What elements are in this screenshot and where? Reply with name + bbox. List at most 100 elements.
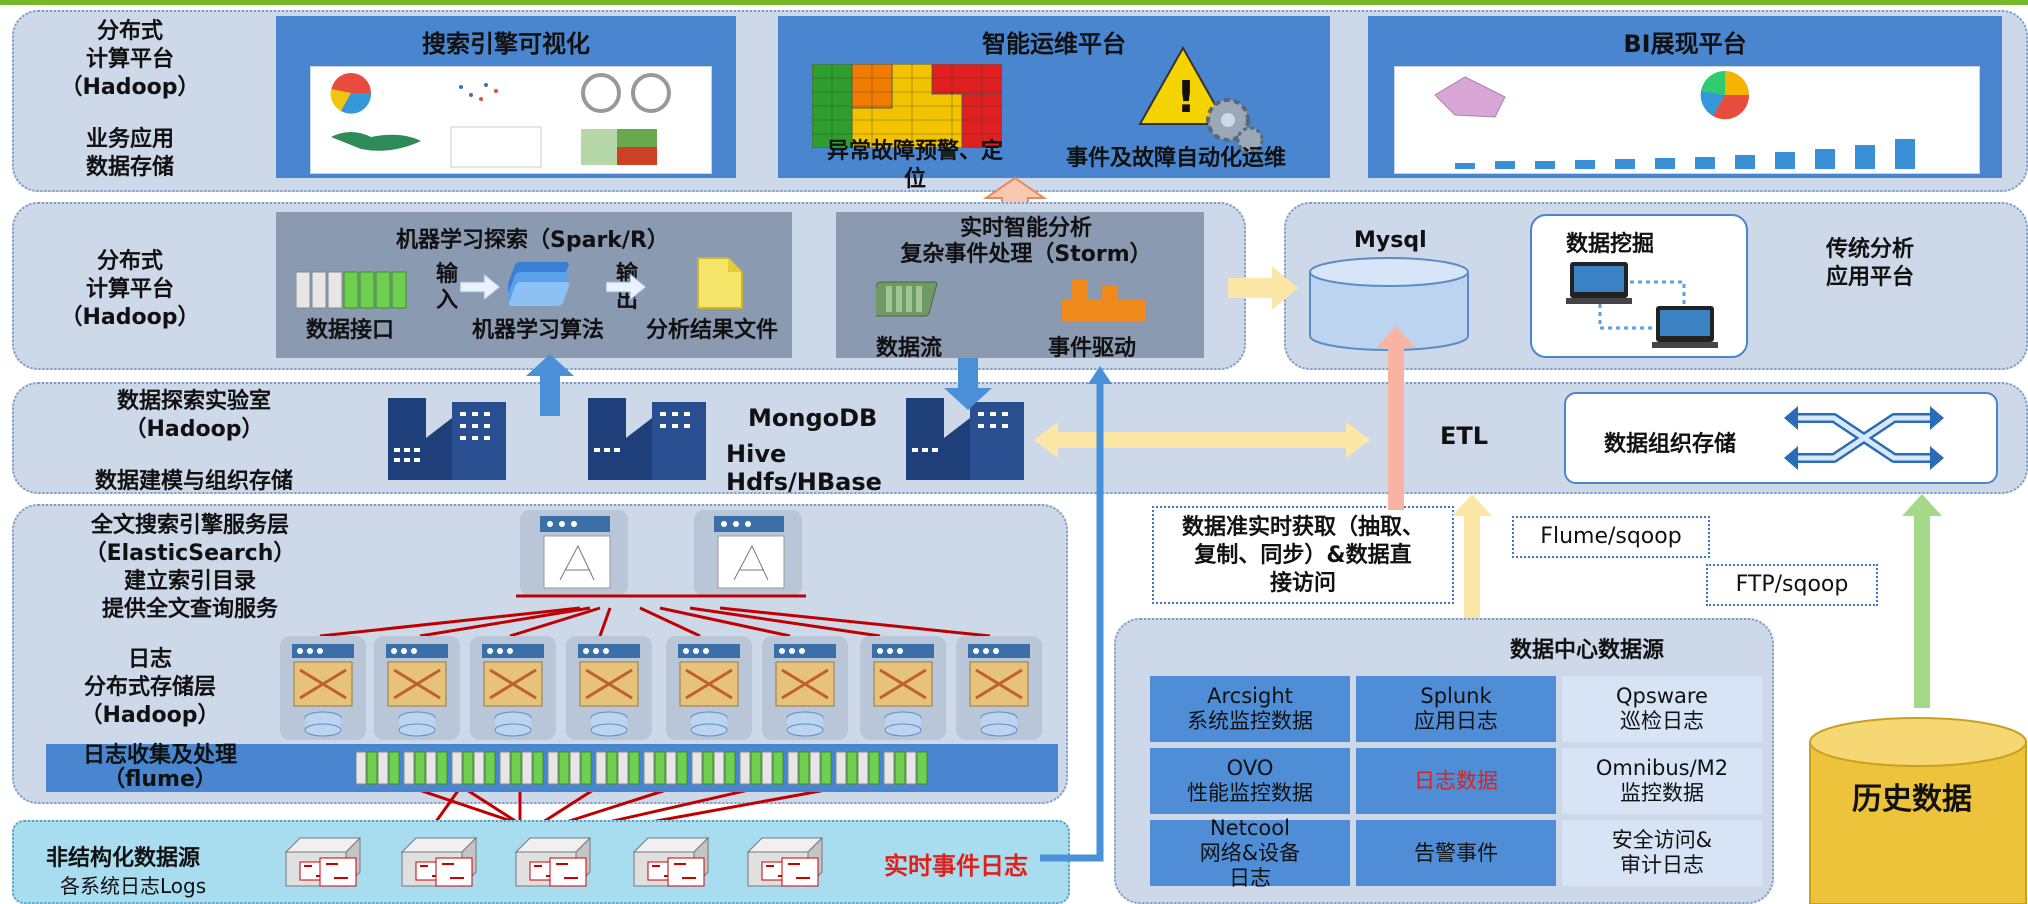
ops-platform-panel: 智能运维平台 ! 异常故障预警、定 位 事件及故障自动化运维 <box>778 16 1330 192</box>
layer2-label-platform: 分布式 计算平台 （Hadoop） <box>60 249 200 330</box>
dashboard-thumbnail <box>310 66 712 174</box>
source-netcool: Netcool 网络&设备 日志 <box>1150 816 1350 890</box>
source-alarm-events-label: 告警事件 <box>1414 840 1498 865</box>
flume-sqoop-box <box>1512 516 1710 558</box>
output-arrow-icon <box>606 272 646 302</box>
svg-text:!: ! <box>1176 72 1196 123</box>
bi-thumbnail <box>1394 66 1980 174</box>
upward-arrow-to-ops-icon <box>982 176 1048 216</box>
source-netcool-label: Netcool 网络&设备 日志 <box>1199 815 1301 890</box>
layer1-label-storage: 业务应用 数据存储 <box>85 127 174 180</box>
data-warehouse-icon <box>588 398 706 480</box>
ftp-sqoop-label: FTP/sqoop <box>1735 572 1849 597</box>
ml-algorithm-label: 机器学习算法 <box>472 318 605 343</box>
es-server-node <box>520 510 628 596</box>
source-ovo-label: OVO 性能监控数据 <box>1187 756 1313 805</box>
input-arrow-icon <box>460 272 500 302</box>
ops-caption-fault-warning: 异常故障预警、定 位 <box>826 139 1003 192</box>
mysql-label: Mysql <box>1354 228 1427 253</box>
input-label: 输 入 <box>436 262 459 313</box>
es-server-icon <box>714 516 785 589</box>
router-switch-icons <box>285 837 823 887</box>
storage-server-icons <box>292 642 1032 738</box>
downward-arrow-icon <box>944 358 992 410</box>
upward-arrow-to-etl-icon <box>1452 494 1492 672</box>
ml-exploration-panel: 机器学习探索（Spark/R） 数据接口 输 入 机器学习算法 输 出 分析结果… <box>276 212 792 358</box>
source-splunk-label: Splunk 应用日志 <box>1414 684 1498 733</box>
data-stream-label: 数据流 <box>876 336 943 361</box>
realtime-event-log-label: 实时事件日志 <box>884 852 1028 880</box>
layer3-label-modeling: 数据建模与组织存储 <box>94 469 293 494</box>
data-org-box <box>1564 392 1998 484</box>
event-driven-icon <box>1062 280 1146 322</box>
upward-arrow-icon <box>526 354 574 416</box>
source-security-audit: 安全访问& 审计日志 <box>1562 820 1762 886</box>
ops-platform-title: 智能运维平台 <box>982 30 1126 58</box>
mongodb-label: MongoDB <box>748 404 878 432</box>
source-log-data-label: 日志数据 <box>1414 768 1498 793</box>
storm-panel: 实时智能分析 复杂事件处理（Storm） 数据流 事件驱动 <box>836 212 1204 361</box>
upward-arrow-history-icon <box>1902 494 1942 708</box>
top-accent-bar <box>0 0 2028 5</box>
event-driven-label: 事件驱动 <box>1048 336 1137 361</box>
data-mining-label: 数据挖掘 <box>1566 232 1655 257</box>
realtime-access-box <box>1152 506 1454 604</box>
source-arcsight: Arcsight 系统监控数据 <box>1150 676 1350 742</box>
source-ovo: OVO 性能监控数据 <box>1150 748 1350 814</box>
layer3-label-lab: 数据探索实验室 （Hadoop） <box>116 389 271 442</box>
source-omnibus: Omnibus/M2 监控数据 <box>1562 748 1762 814</box>
search-viz-title: 搜索引擎可视化 <box>422 30 590 58</box>
ops-caption-auto-ops: 事件及故障自动化运维 <box>1066 146 1287 171</box>
result-file-label: 分析结果文件 <box>646 318 779 343</box>
exchange-arrows-icon <box>1784 406 1944 470</box>
data-stream-board-icon <box>876 281 938 317</box>
traditional-platform-label: 传统分析 应用平台 <box>1825 237 1914 290</box>
history-data-cylinder-icon <box>1809 717 2027 904</box>
es-service-label: 全文搜索引擎服务层 （ElasticSearch） 建立索引目录 提供全文查询服… <box>84 513 296 622</box>
datacenter-title: 数据中心数据源 <box>1510 638 1665 663</box>
mysql-database-icon <box>1309 257 1469 351</box>
unstructured-source-label: 非结构化数据源 <box>46 846 201 871</box>
flume-label: 日志收集及处理 （flume） <box>82 743 237 792</box>
source-alarm-events: 告警事件 <box>1356 820 1556 886</box>
search-viz-panel: 搜索引擎可视化 <box>276 16 736 178</box>
system-logs-label: 各系统日志Logs <box>60 874 207 898</box>
history-data-label: 历史数据 <box>1852 782 1972 817</box>
dashboard-preview-icon <box>330 73 671 168</box>
source-security-audit-label: 安全访问& 审计日志 <box>1611 828 1713 877</box>
data-interface-label: 数据接口 <box>306 318 395 343</box>
source-arcsight-label: Arcsight 系统监控数据 <box>1187 684 1313 733</box>
realtime-access-label: 数据准实时获取（抽取、 复制、同步）&数据直 接访问 <box>1181 515 1424 596</box>
source-qpsware-label: Qpsware 巡检日志 <box>1616 684 1708 733</box>
bidirectional-arrow-etl-icon <box>1034 422 1370 458</box>
flume-sqoop-label: Flume/sqoop <box>1540 524 1682 549</box>
es-server-icon <box>540 516 611 589</box>
data-warehouse-icon <box>906 398 1024 480</box>
datacenter-source-grid: Arcsight 系统监控数据 Splunk 应用日志 Qpsware 巡检日志… <box>1150 676 1762 890</box>
ml-title: 机器学习探索（Spark/R） <box>396 228 669 253</box>
etl-label: ETL <box>1440 422 1489 450</box>
layer1-label-platform: 分布式 计算平台 （Hadoop） <box>60 19 200 100</box>
warning-gear-icon: ! <box>1138 45 1264 154</box>
upward-arrow-to-mysql-icon <box>1376 326 1416 510</box>
source-splunk: Splunk 应用日志 <box>1356 676 1556 742</box>
source-log-data: 日志数据 <box>1356 748 1556 814</box>
server-rack-icon <box>296 271 407 309</box>
bi-platform-title: BI展现平台 <box>1623 30 1747 58</box>
hive-hdfs-label: Hive Hdfs/HBase <box>726 440 882 496</box>
log-storage-label: 日志 分布式存储层 （Hadoop） <box>80 647 220 728</box>
network-computers-icon <box>1566 262 1718 348</box>
flume-server-rack-icon <box>356 751 928 785</box>
source-omnibus-label: Omnibus/M2 监控数据 <box>1595 756 1729 805</box>
storm-title: 实时智能分析 复杂事件处理（Storm） <box>900 216 1152 267</box>
data-org-label: 数据组织存储 <box>1604 432 1737 457</box>
heatmap-icon <box>812 64 1002 148</box>
data-warehouse-icon <box>388 398 506 480</box>
bi-chart-preview-icon <box>1434 70 1915 169</box>
source-qpsware: Qpsware 巡检日志 <box>1562 676 1762 742</box>
ftp-sqoop-box <box>1706 564 1878 606</box>
arrow-to-mysql-icon <box>1228 266 1298 310</box>
bi-platform-panel: BI展现平台 <box>1368 16 2002 178</box>
result-file-icon <box>697 257 743 309</box>
ml-algorithm-icon <box>508 262 570 306</box>
